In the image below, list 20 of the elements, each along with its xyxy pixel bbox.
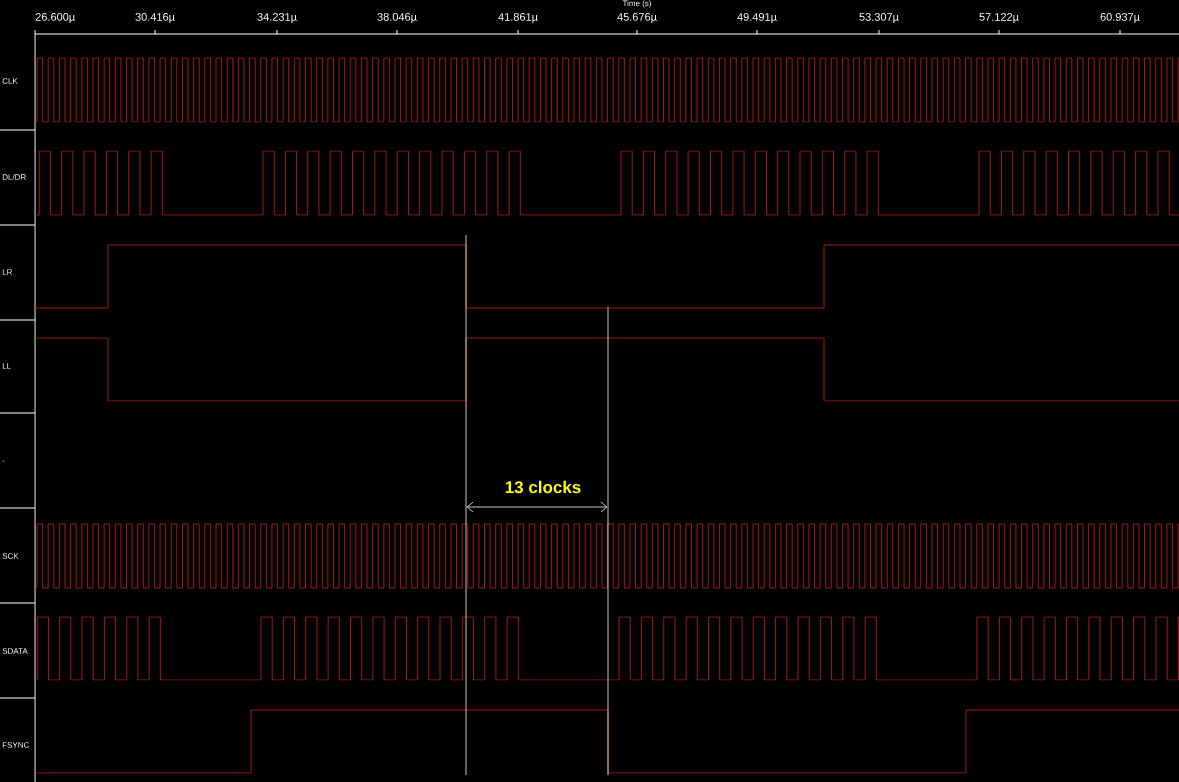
dimension-label: 13 clocks bbox=[505, 480, 581, 494]
signal-name: DL/DR bbox=[2, 174, 26, 180]
axis-title: Time (s) bbox=[622, 0, 651, 8]
signal-name: CLK bbox=[2, 78, 18, 84]
tick-label: 26.600µ bbox=[35, 13, 75, 23]
signal-name: LR bbox=[2, 269, 13, 275]
signal-name: FSYNC bbox=[2, 742, 29, 748]
tick-label: 49.491µ bbox=[737, 13, 777, 23]
tick-label: 38.046µ bbox=[377, 13, 417, 23]
signal-name: SDATA bbox=[2, 648, 28, 654]
tick-label: 34.231µ bbox=[257, 13, 297, 23]
tick-label: 60.937µ bbox=[1100, 13, 1140, 23]
signal-name: LL bbox=[2, 363, 11, 369]
tick-label: 57.122µ bbox=[979, 13, 1019, 23]
tick-label: 30.416µ bbox=[135, 13, 175, 23]
tick-label: 41.861µ bbox=[498, 13, 538, 23]
signal-name: - bbox=[2, 460, 5, 462]
tick-label: 45.676µ bbox=[617, 13, 657, 23]
tick-label: 53.307µ bbox=[859, 13, 899, 23]
signal-name: SCK bbox=[2, 553, 19, 559]
